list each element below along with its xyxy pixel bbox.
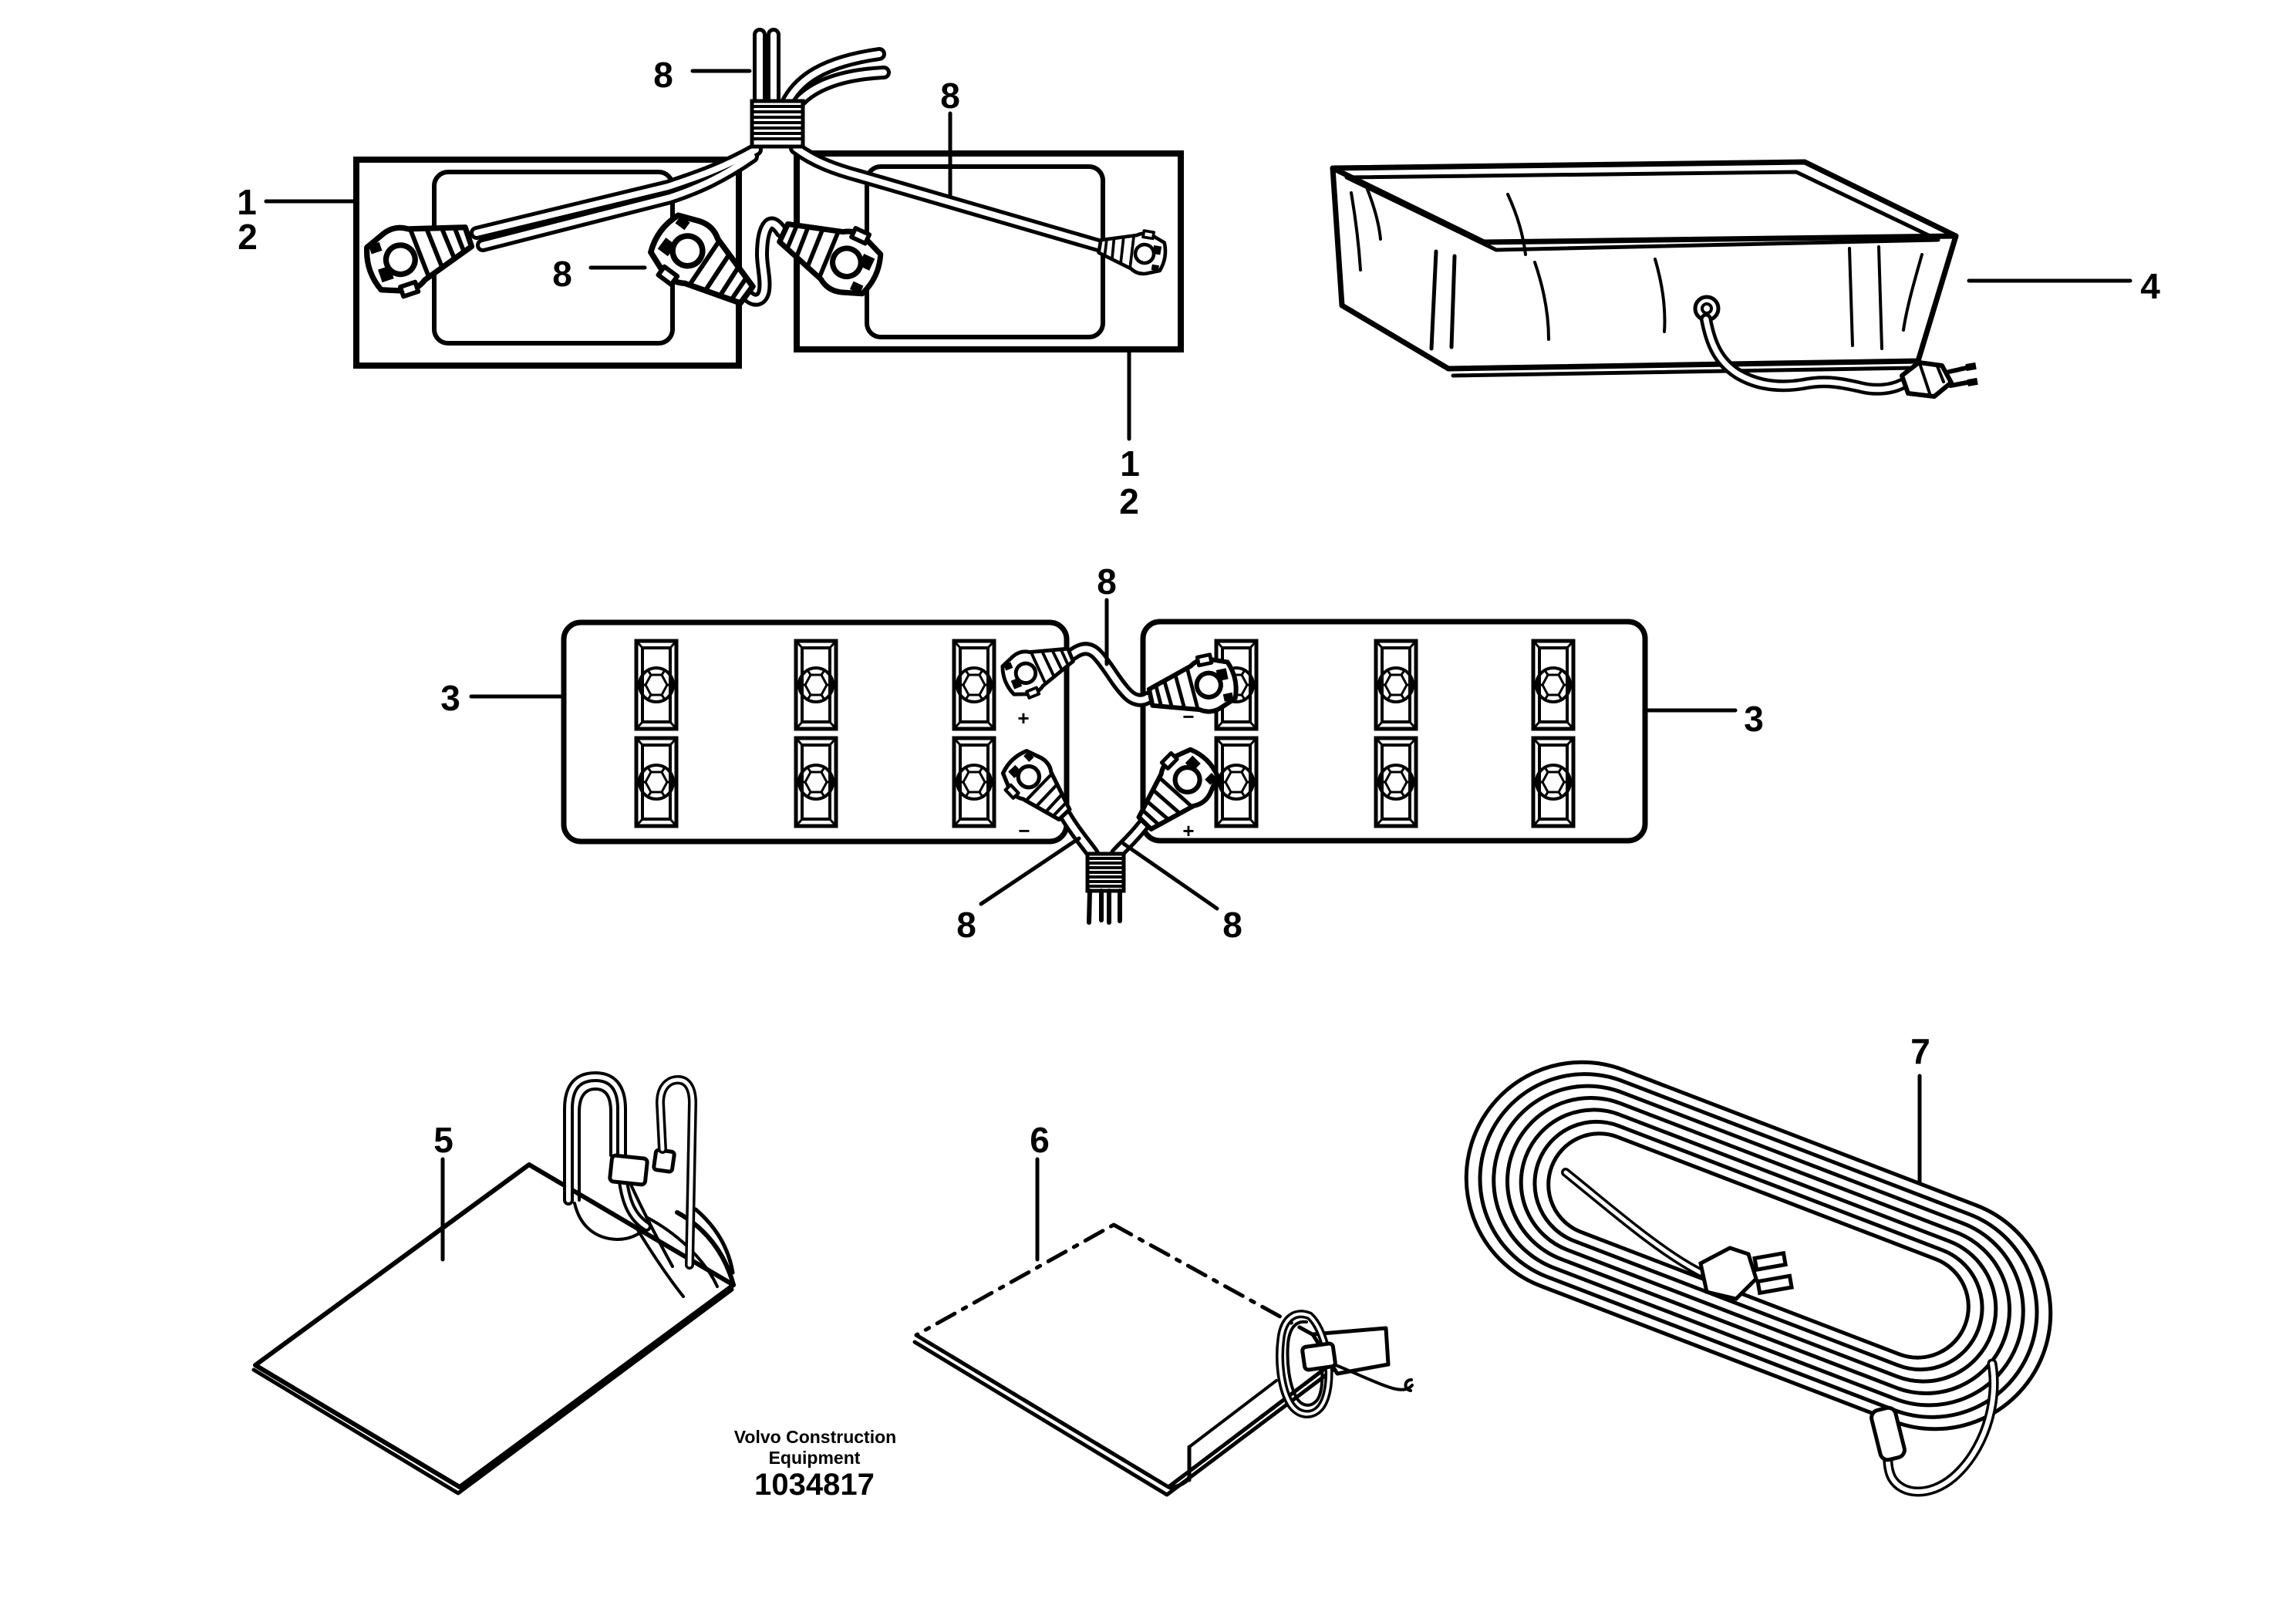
svg-text:6: 6: [1030, 1120, 1050, 1160]
svg-text:2: 2: [1119, 481, 1139, 521]
svg-text:3: 3: [1744, 699, 1764, 739]
svg-text:1034817: 1034817: [754, 1468, 875, 1502]
svg-text:+: +: [1017, 706, 1029, 730]
svg-text:8: 8: [956, 905, 976, 945]
svg-text:3: 3: [440, 678, 460, 718]
svg-text:5: 5: [433, 1120, 453, 1160]
svg-text:−: −: [1018, 819, 1030, 842]
svg-text:8: 8: [552, 254, 572, 294]
svg-text:−: −: [1182, 705, 1194, 728]
svg-text:8: 8: [940, 76, 960, 116]
svg-text:8: 8: [653, 55, 673, 95]
svg-text:4: 4: [2140, 266, 2160, 306]
svg-text:Volvo Construction: Volvo Construction: [734, 1427, 896, 1447]
svg-text:8: 8: [1097, 561, 1117, 602]
svg-text:8: 8: [1222, 905, 1242, 945]
svg-text:2: 2: [238, 217, 258, 257]
svg-text:1: 1: [237, 182, 257, 222]
svg-text:+: +: [1182, 819, 1194, 842]
svg-text:7: 7: [1910, 1031, 1930, 1071]
svg-text:Equipment: Equipment: [769, 1448, 861, 1468]
svg-text:1: 1: [1120, 443, 1140, 484]
